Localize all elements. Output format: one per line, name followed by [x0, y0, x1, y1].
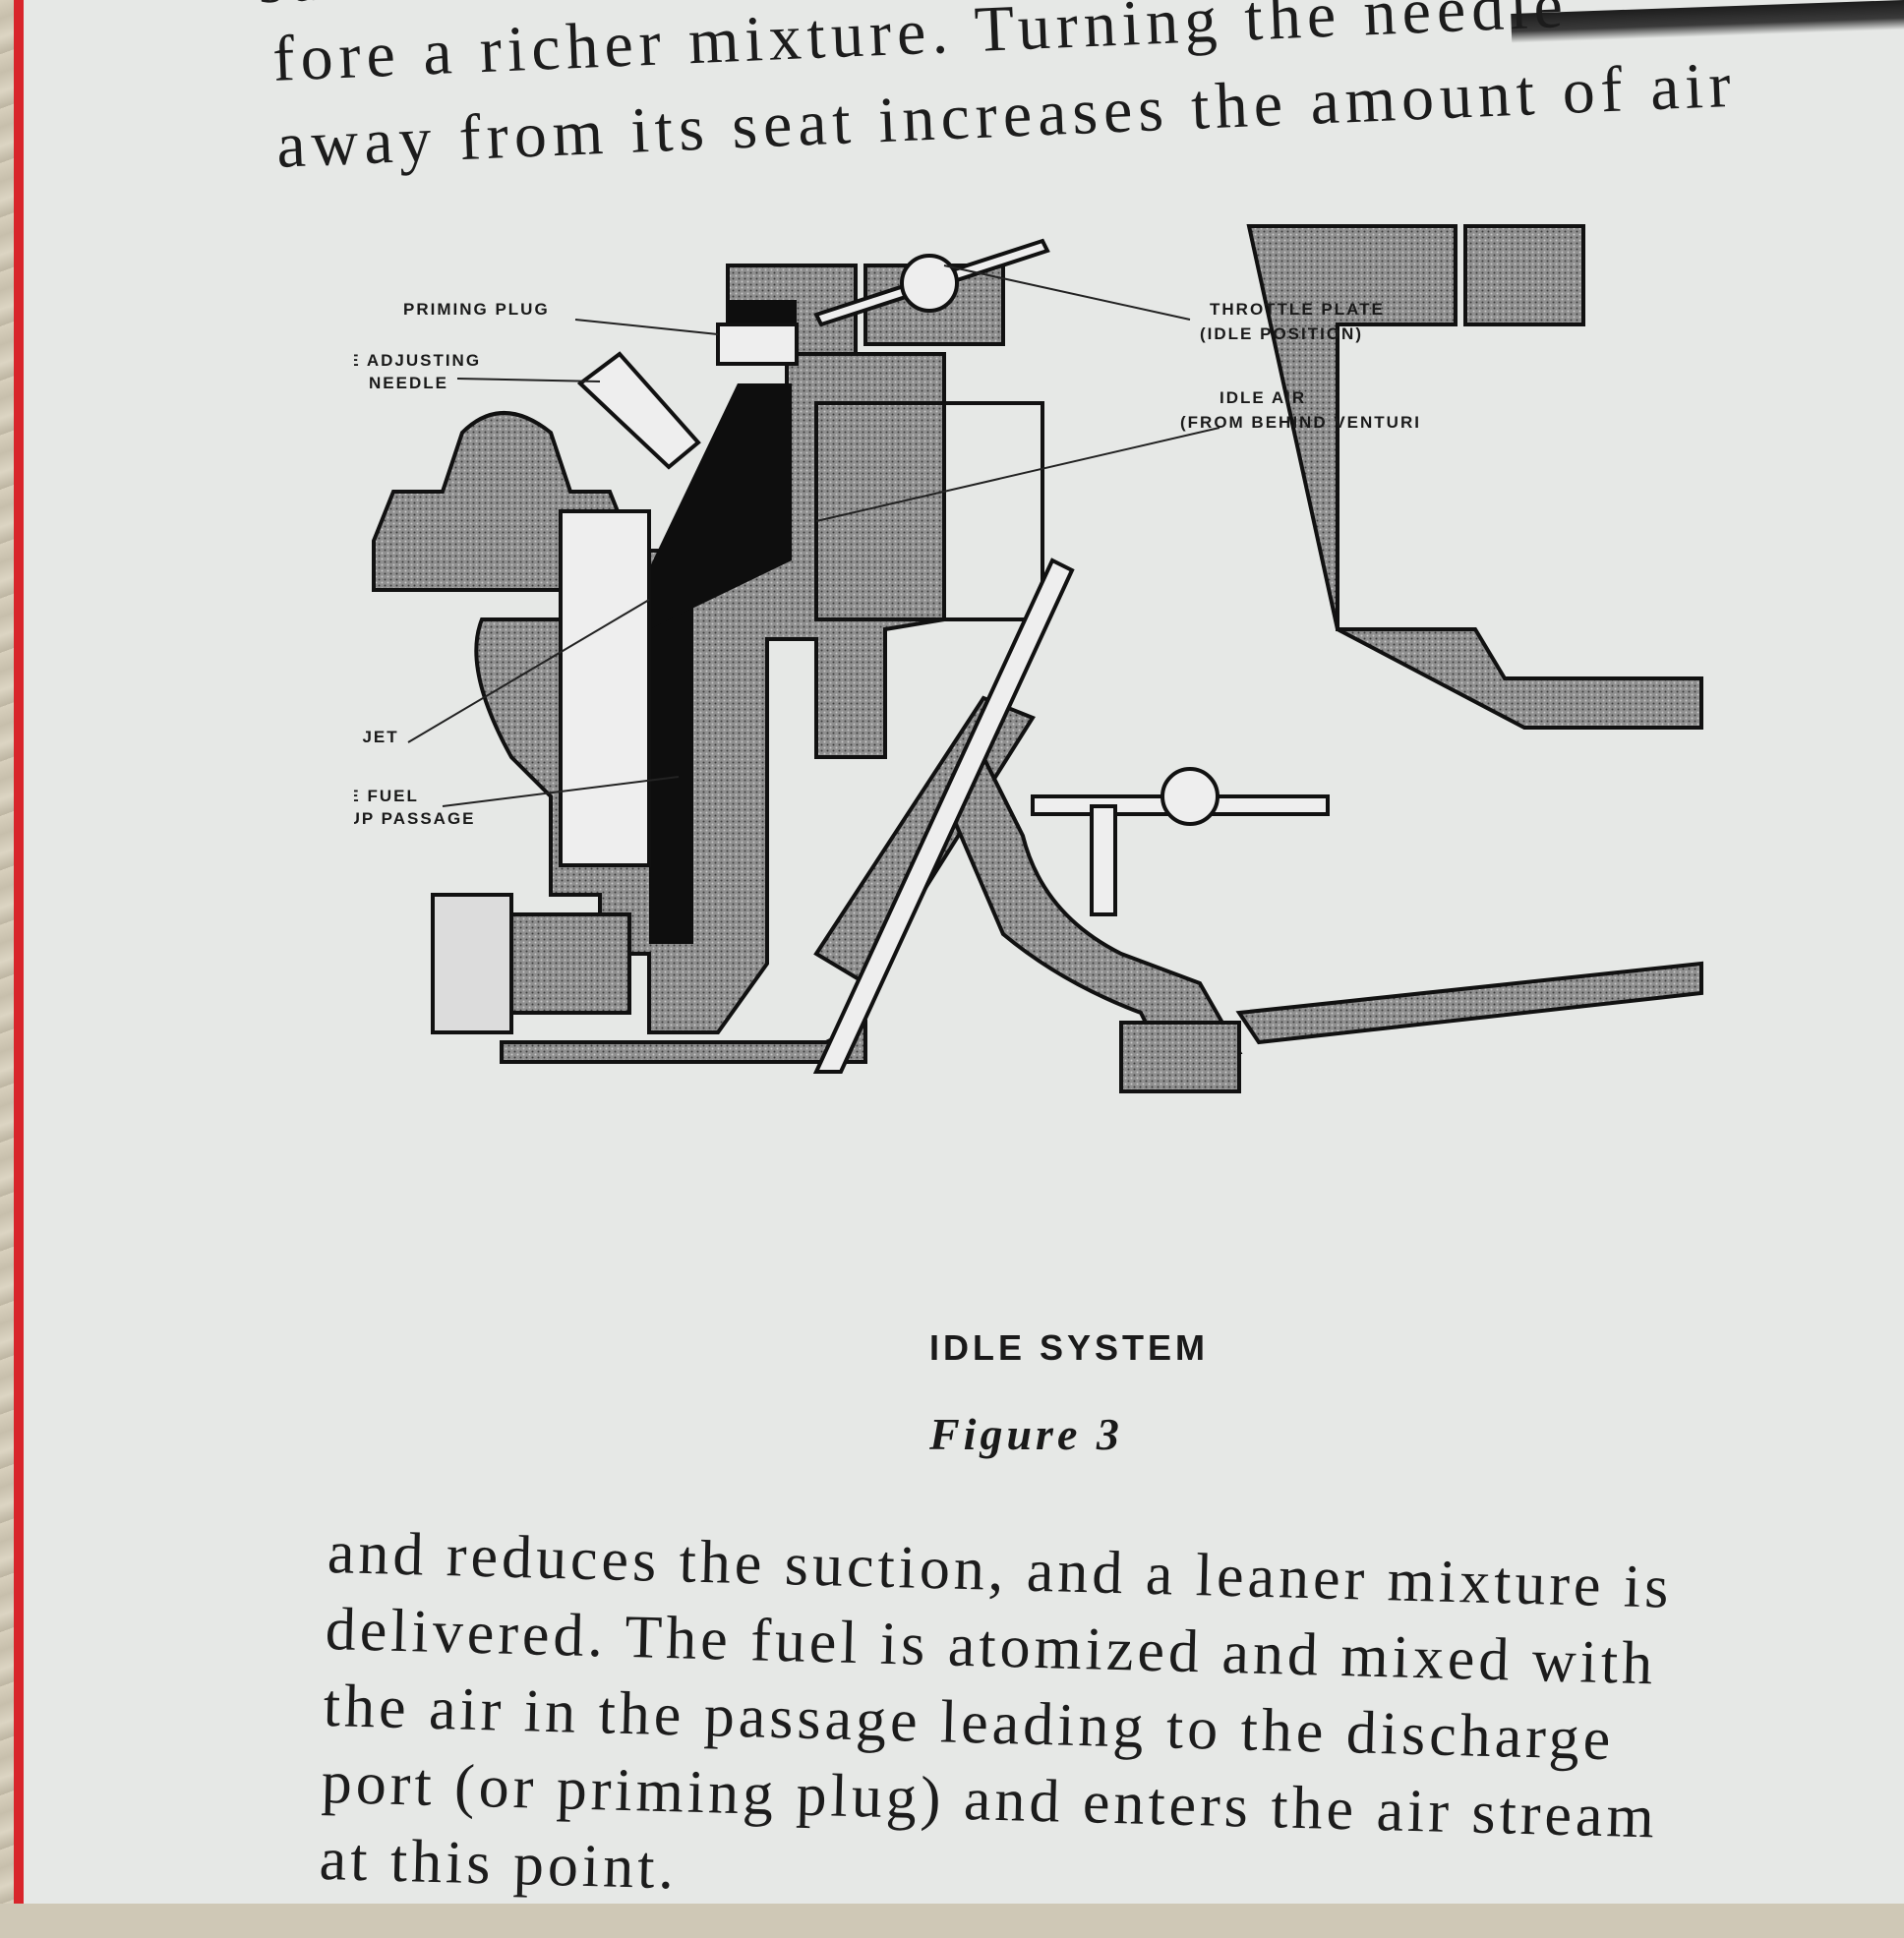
label-throttle-plate: THROTTLE PLATE — [1210, 300, 1385, 319]
label-idle-fuel-pickup-2: PICKUP PASSAGE — [354, 809, 476, 828]
label-priming-plug: PRIMING PLUG — [403, 300, 550, 319]
leader-throttle-plate — [943, 264, 1191, 321]
figure-caption: Figure 3 — [929, 1409, 1123, 1459]
leader-idle-fuel-pickup — [442, 776, 680, 807]
mixture-passage — [812, 558, 1075, 1074]
drain-nut — [431, 893, 513, 1034]
lower-venturi-wall — [941, 753, 1243, 1054]
outlet-channel — [1235, 961, 1703, 1045]
label-idle-fuel-pickup: IDLE FUEL — [354, 787, 419, 805]
needle-channel — [629, 383, 792, 629]
label-idle-air-2: (FROM BEHIND VENTURI — [1180, 413, 1421, 432]
leader-priming-plug — [574, 319, 719, 335]
label-idle-adjusting-needle-2: NEEDLE — [369, 374, 448, 392]
throttle-body-right-wall — [1246, 224, 1703, 730]
bottom-passage — [500, 1019, 867, 1064]
choke-screw — [1090, 804, 1117, 916]
float-chamber — [559, 509, 651, 867]
leader-idle-air — [815, 427, 1220, 522]
body-text-bottom: and reduces the suction, and a leaner mi… — [319, 1514, 1882, 1938]
top-flange-right — [1463, 224, 1585, 326]
figure-title: IDLE SYSTEM — [929, 1327, 1210, 1368]
sump — [1119, 1021, 1241, 1093]
throttle-shaft — [900, 254, 959, 313]
choke-shaft — [1160, 767, 1220, 826]
label-throttle-plate-2: (IDLE POSITION) — [1200, 324, 1363, 343]
label-idle-air: IDLE AIR — [1220, 388, 1306, 407]
label-idle-adjusting-needle: IDLE ADJUSTING — [354, 351, 481, 370]
label-idle-jet: IDLE JET — [354, 728, 399, 746]
drain-fitting — [509, 912, 631, 1015]
idle-fuel-passage — [649, 590, 693, 944]
carburetor-idle-system-diagram: PRIMING PLUG IDLE ADJUSTING NEEDLE THROT… — [354, 224, 1703, 1093]
idle-adjusting-needle — [576, 351, 701, 470]
leader-idle-needle — [456, 378, 601, 382]
leader-idle-jet — [407, 599, 650, 743]
priming-plug — [716, 323, 799, 366]
page-edge-red-rule — [14, 0, 24, 1904]
